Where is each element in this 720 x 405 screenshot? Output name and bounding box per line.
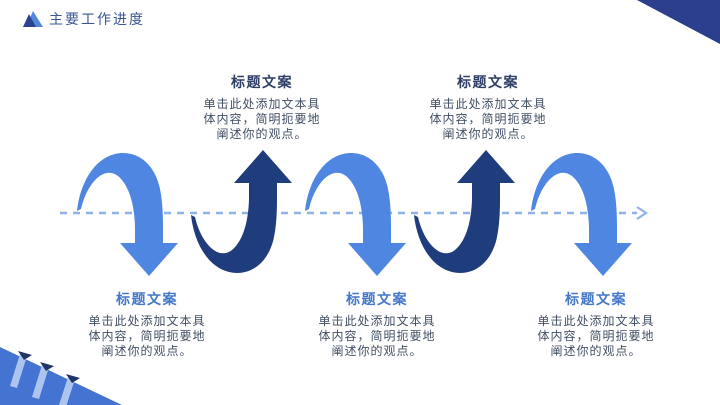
bottom-text-block-1: 标题文案 单击此处添加文本具 体内容，简明扼要地 阐述你的观点。	[72, 289, 222, 359]
block-body-line: 阐述你的观点。	[442, 127, 534, 141]
bottom-text-block-3: 标题文案 单击此处添加文本具 体内容，简明扼要地 阐述你的观点。	[521, 289, 671, 359]
flow-arrow-down-3	[305, 153, 406, 276]
corner-decoration-top-right	[637, 0, 720, 44]
block-body-line: 单击此处添加文本具	[88, 314, 206, 328]
slide-header: 主要工作进度	[23, 9, 145, 29]
block-title: 标题文案	[565, 291, 627, 307]
block-body-line: 阐述你的观点。	[216, 127, 308, 141]
top-text-block-2: 标题文案 单击此处添加文本具 体内容，简明扼要地 阐述你的观点。	[413, 72, 563, 142]
block-body-line: 体内容，简明扼要地	[537, 329, 655, 343]
flow-diagram	[60, 150, 648, 276]
block-title: 标题文案	[457, 74, 519, 90]
block-body-line: 阐述你的观点。	[550, 344, 642, 358]
slide-title: 主要工作进度	[49, 11, 145, 27]
block-title: 标题文案	[231, 74, 293, 90]
block-body-line: 阐述你的观点。	[331, 344, 423, 358]
flow-arrow-down-5	[531, 153, 632, 276]
block-body-line: 单击此处添加文本具	[203, 97, 321, 111]
block-body-line: 体内容，简明扼要地	[203, 112, 321, 126]
block-body-line: 单击此处添加文本具	[318, 314, 436, 328]
block-body-line: 体内容，简明扼要地	[318, 329, 436, 343]
block-title: 标题文案	[346, 291, 408, 307]
block-body-line: 体内容，简明扼要地	[429, 112, 547, 126]
timeline-arrowhead-icon	[636, 206, 648, 220]
corner-decoration-bottom-left	[0, 347, 122, 405]
block-body-line: 单击此处添加文本具	[429, 97, 547, 111]
mountain-logo-icon	[23, 11, 43, 27]
slash-marks-icon	[10, 351, 80, 405]
block-body-line: 体内容，简明扼要地	[88, 329, 206, 343]
block-body-line: 阐述你的观点。	[101, 344, 193, 358]
top-text-block-1: 标题文案 单击此处添加文本具 体内容，简明扼要地 阐述你的观点。	[187, 72, 337, 142]
flow-arrow-down-1	[77, 153, 178, 276]
block-title: 标题文案	[116, 291, 178, 307]
flow-arrow-up-4	[414, 150, 515, 273]
flow-arrow-up-2	[191, 150, 292, 273]
bottom-text-block-2: 标题文案 单击此处添加文本具 体内容，简明扼要地 阐述你的观点。	[302, 289, 452, 359]
block-body-line: 单击此处添加文本具	[537, 314, 655, 328]
